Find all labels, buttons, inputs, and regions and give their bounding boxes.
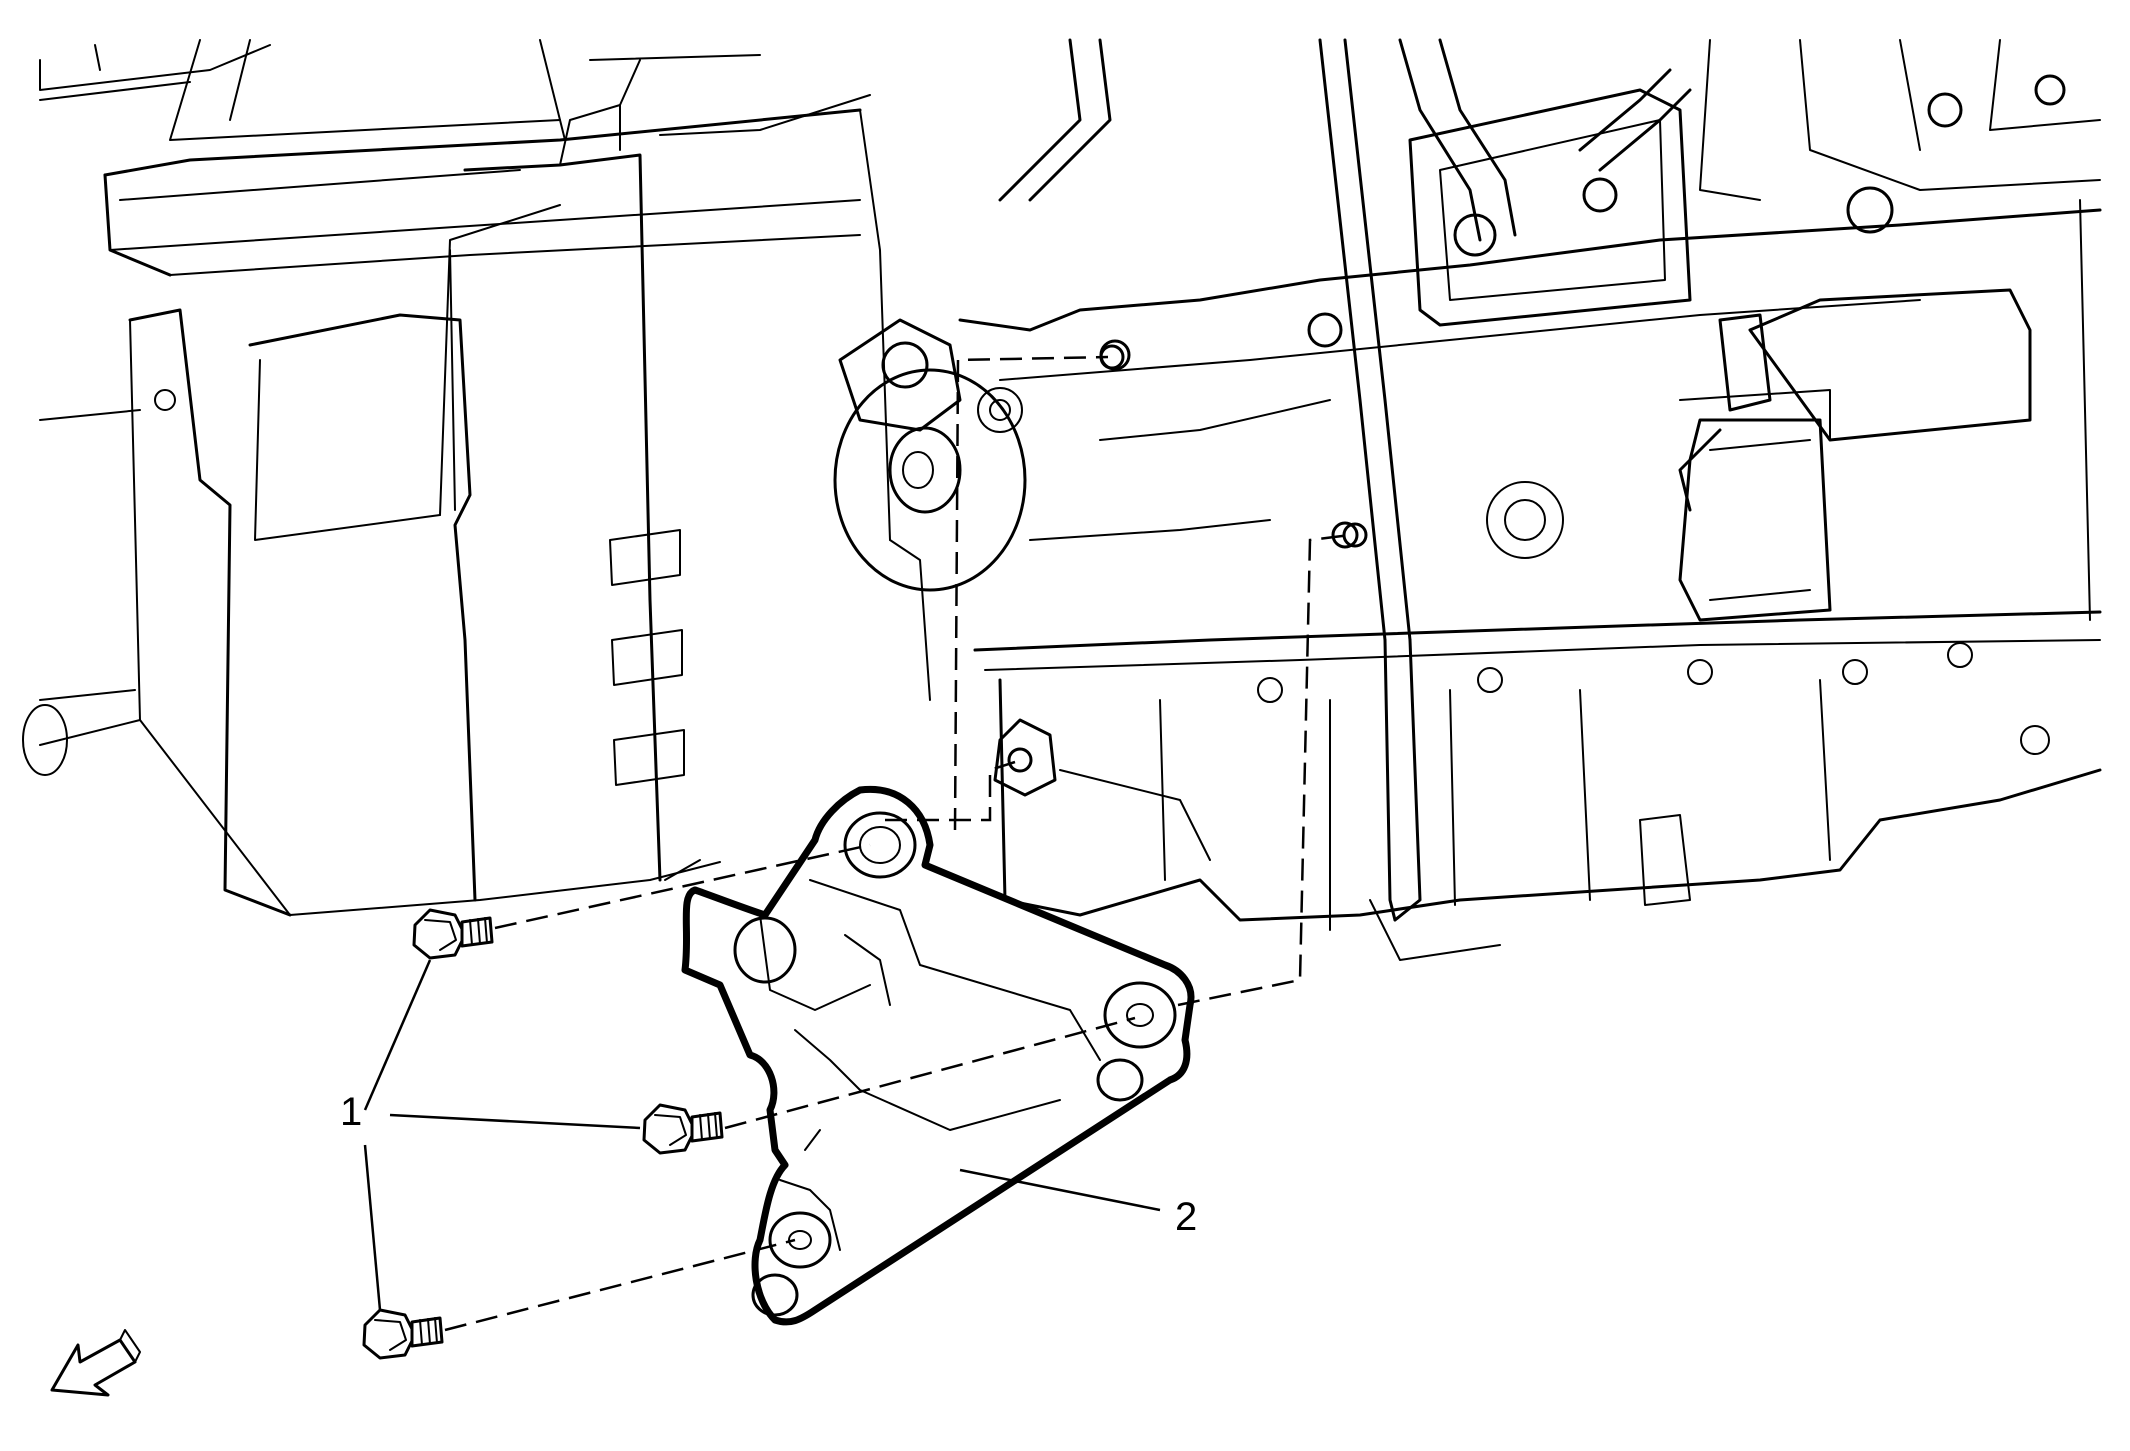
engine-block	[833, 38, 2102, 961]
transmission-housing	[22, 39, 931, 917]
callout-2: 2	[959, 1168, 1197, 1239]
bracket-part-2	[681, 785, 1195, 1326]
callout-label-2: 2	[1175, 1195, 1197, 1239]
callout-label-1: 1	[340, 1090, 362, 1134]
bolt-middle	[642, 1103, 724, 1155]
assembly-lines	[444, 355, 1351, 1332]
front-direction-arrow-icon	[50, 1329, 141, 1397]
bolt-top	[412, 908, 494, 960]
callout-1: 1	[340, 959, 641, 1311]
bolt-bottom	[362, 1308, 444, 1360]
